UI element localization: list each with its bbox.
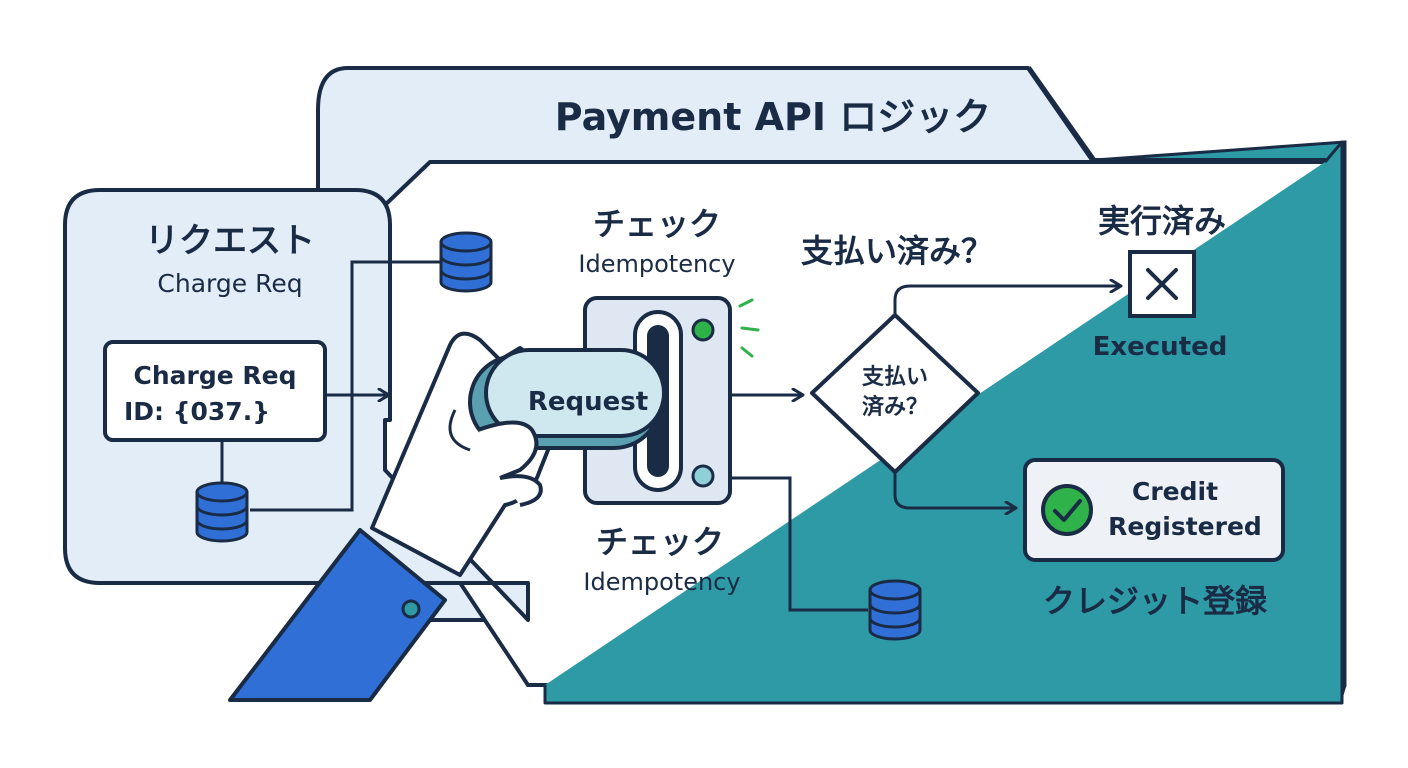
check-top-jp: チェック — [593, 205, 721, 243]
question-label: 支払い済み？ — [801, 232, 993, 270]
yes-arrow — [893, 286, 1120, 315]
check-bottom-en: Idempotency — [583, 568, 740, 596]
db-link-connector — [250, 260, 440, 512]
database-icon — [868, 579, 922, 641]
hand-fingers — [477, 420, 543, 507]
status-led-icon — [691, 318, 715, 342]
executed-en: Executed — [1093, 332, 1228, 362]
decision-line1: 支払い — [862, 365, 928, 390]
check-bottom-jp: チェック — [596, 523, 724, 561]
credit-box — [1023, 458, 1285, 562]
no-arrow — [893, 472, 1015, 508]
decision-line2: 済み？ — [862, 394, 928, 420]
request-token-label: Request — [528, 387, 648, 417]
close-icon — [1128, 250, 1196, 318]
charge-card-line1: Charge Req — [133, 361, 296, 390]
credit-jp: クレジット登録 — [1043, 582, 1268, 620]
credit-line2: Registered — [1108, 512, 1262, 541]
sleeve — [228, 528, 447, 702]
checker-db-connector — [730, 476, 868, 612]
check-circle-icon — [1041, 484, 1093, 536]
credit-line1: Credit — [1132, 477, 1218, 506]
diagram-title: Payment API ロジック — [555, 95, 992, 139]
request-subheading: Charge Req — [157, 269, 302, 298]
database-icon — [439, 231, 493, 293]
status-led-icon — [691, 464, 715, 488]
charge-card — [103, 340, 327, 442]
charge-card-line2: ID: {037.} — [124, 397, 270, 426]
executed-jp: 実行済み — [1098, 202, 1226, 240]
database-icon — [195, 481, 249, 543]
request-heading: リクエスト — [145, 221, 315, 261]
check-top-en: Idempotency — [578, 250, 735, 278]
